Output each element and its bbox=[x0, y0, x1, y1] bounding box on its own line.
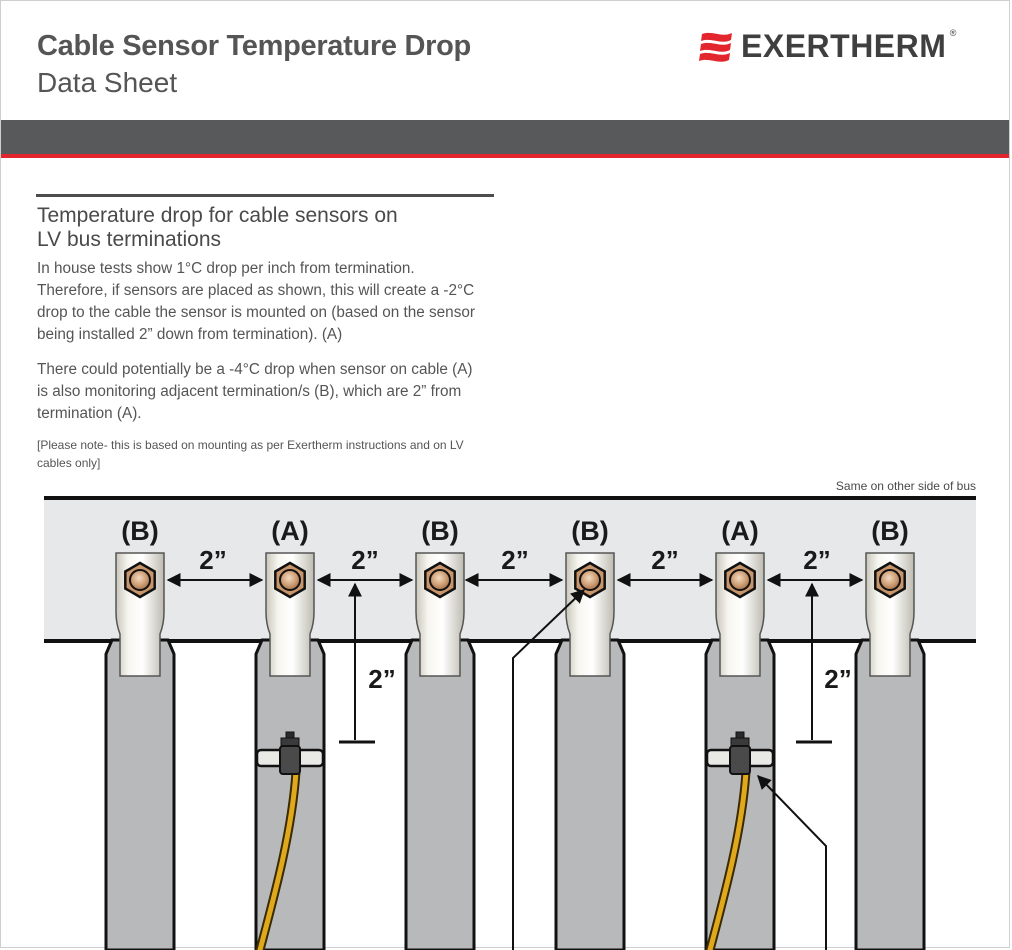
lug-bolt-head bbox=[279, 569, 301, 591]
lug-bolt-head bbox=[729, 569, 751, 591]
header-band bbox=[1, 120, 1009, 154]
sensor-nut bbox=[730, 737, 750, 747]
cable-4 bbox=[554, 552, 626, 950]
exertherm-flag-icon bbox=[699, 32, 732, 62]
termination-label: (B) bbox=[871, 516, 908, 546]
cable-6 bbox=[854, 552, 926, 950]
exertherm-logo: EXERTHERM ® bbox=[698, 28, 956, 65]
lug-bolt-head bbox=[129, 569, 151, 591]
sensor-leader-lines bbox=[512, 589, 827, 950]
registered-mark: ® bbox=[949, 28, 957, 38]
mounting-note: [Please note- this is based on mounting … bbox=[37, 438, 464, 470]
spacing-label: 2” bbox=[803, 545, 830, 575]
drop-label: 2” bbox=[824, 664, 851, 694]
cable-sensor-1 bbox=[255, 731, 325, 950]
leader-line-left bbox=[512, 589, 586, 950]
sensor-lead-wire-core bbox=[257, 769, 299, 950]
spacing-label: 2” bbox=[199, 545, 226, 575]
drop-label: 2” bbox=[368, 664, 395, 694]
lug-bolt-head bbox=[429, 569, 451, 591]
lug-bolt-head bbox=[879, 569, 901, 591]
termination-label: (A) bbox=[271, 516, 308, 546]
spacing-label: 2” bbox=[501, 545, 528, 575]
spacing-label: 2” bbox=[351, 545, 378, 575]
cable-3 bbox=[404, 552, 476, 950]
sensor-lead-wire-core bbox=[707, 769, 749, 950]
cable-jacket bbox=[104, 638, 176, 950]
termination-label: (A) bbox=[721, 516, 758, 546]
bus-bar bbox=[44, 497, 976, 642]
termination-label: (B) bbox=[571, 516, 608, 546]
spacing-label: 2” bbox=[651, 545, 678, 575]
termination-label: (B) bbox=[121, 516, 158, 546]
section-heading-line2: LV bus terminations bbox=[37, 228, 222, 251]
diagram-caption: Same on other side of bus bbox=[835, 479, 976, 493]
page-subtitle: Data Sheet bbox=[37, 67, 178, 98]
cable-1 bbox=[104, 552, 176, 950]
sensor-nut bbox=[280, 737, 300, 747]
paragraph-adjacent-termination: There could potentially be a -4°C drop w… bbox=[37, 361, 473, 422]
drop-dimension-arrows bbox=[339, 582, 832, 744]
cable-sensor-2 bbox=[705, 731, 775, 950]
termination-label: (B) bbox=[421, 516, 458, 546]
page-title: Cable Sensor Temperature Drop bbox=[37, 30, 471, 62]
section-rule bbox=[36, 194, 494, 197]
header-accent-stripe bbox=[1, 154, 1009, 158]
cable-jacket bbox=[554, 638, 626, 950]
sensor-body bbox=[279, 745, 301, 775]
lug-bolt-head bbox=[579, 569, 601, 591]
section-heading: Temperature drop for cable sensors on LV… bbox=[37, 204, 497, 252]
cable-jacket bbox=[854, 638, 926, 950]
brand-name: EXERTHERM bbox=[741, 28, 947, 64]
cable-jacket bbox=[404, 638, 476, 950]
sensor-body bbox=[729, 745, 751, 775]
section-heading-line1: Temperature drop for cable sensors on bbox=[37, 204, 398, 227]
leader-line-right bbox=[757, 774, 827, 950]
paragraph-temperature-drop: In house tests show 1°C drop per inch fr… bbox=[37, 260, 475, 343]
